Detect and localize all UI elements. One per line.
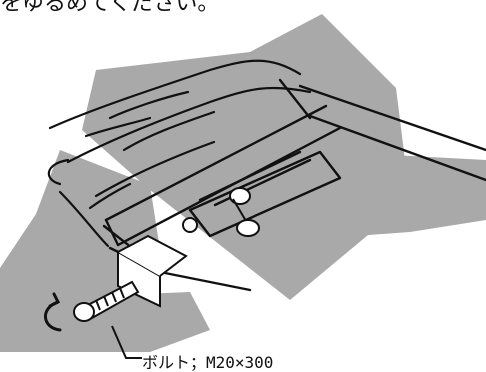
rotation-arrow-icon	[44, 292, 62, 332]
bolt-label: ボルト；M20×300	[142, 353, 274, 372]
instruction-text: をゆるめてください。	[0, 0, 220, 16]
bolt-block	[117, 234, 188, 308]
stone-sketch	[47, 59, 312, 248]
arrow-shadow-lower	[0, 292, 210, 352]
cylinder	[182, 187, 260, 237]
bolt	[73, 280, 140, 322]
leader-line	[111, 325, 142, 359]
arrow-shadow-right	[300, 150, 486, 240]
